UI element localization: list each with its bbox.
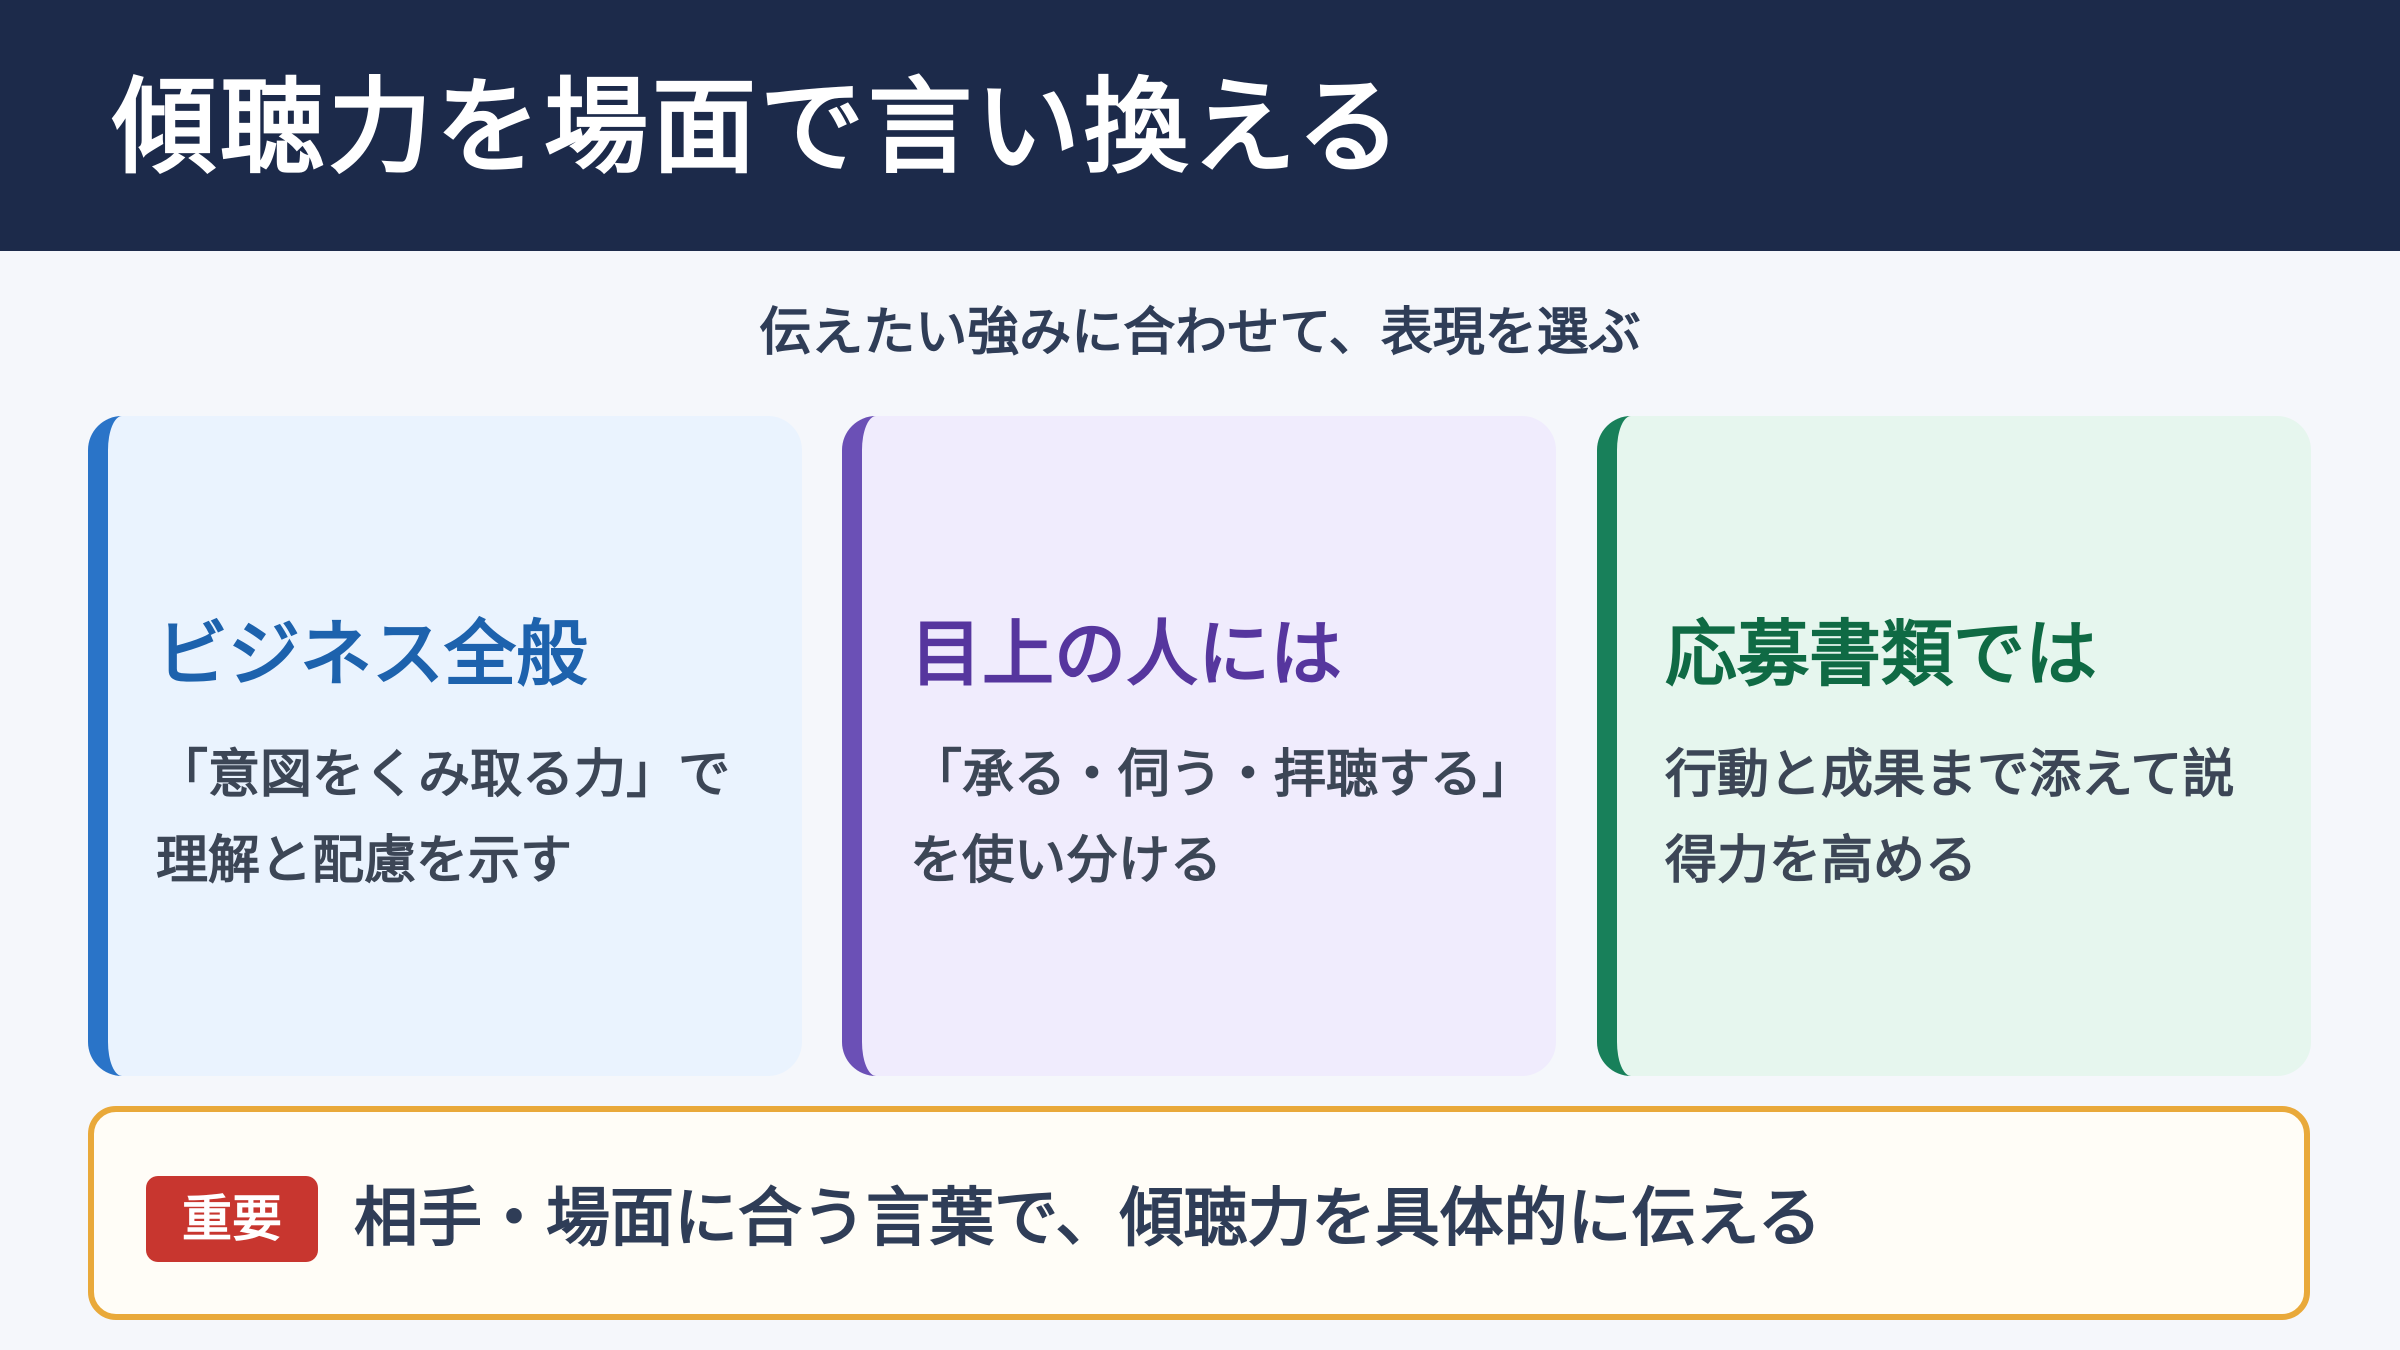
card-superiors-body: 「承る・伺う・拝聴する」を使い分ける (910, 745, 1509, 891)
card-application: 応募書類では 行動と成果まで添えて説得力を高める (1597, 416, 2311, 1076)
card-business: ビジネス全般 「意図をくみ取る力」で理解と配慮を示す (88, 416, 802, 1076)
card-superiors: 目上の人には 「承る・伺う・拝聴する」を使い分ける (842, 416, 1556, 1076)
card-application-heading: 応募書類では (1665, 612, 2098, 696)
header-bar: 傾聴力を場面で言い換える (0, 0, 2400, 251)
important-badge: 重要 (146, 1176, 318, 1262)
card-application-body: 行動と成果まで添えて説得力を高める (1665, 745, 2235, 891)
important-note-text: 相手・場面に合う言葉で、傾聴力を具体的に伝える (354, 1182, 1822, 1256)
card-business-heading: ビジネス全般 (156, 612, 589, 696)
card-business-body: 「意図をくみ取る力」で理解と配慮を示す (156, 745, 731, 891)
important-note: 重要 相手・場面に合う言葉で、傾聴力を具体的に伝える (88, 1106, 2310, 1320)
page-title: 傾聴力を場面で言い換える (112, 66, 1405, 188)
card-superiors-heading: 目上の人には (910, 612, 1343, 696)
subtitle: 伝えたい強みに合わせて、表現を選ぶ (759, 303, 1641, 363)
